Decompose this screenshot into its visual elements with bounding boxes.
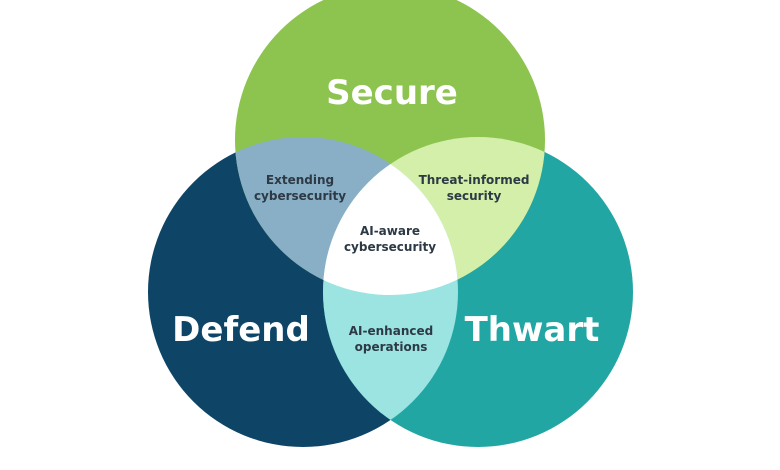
overlap-center bbox=[323, 137, 458, 295]
label-ai-enhanced-line2: operations bbox=[355, 340, 428, 354]
label-center-line2: cybersecurity bbox=[344, 240, 436, 254]
label-thwart: Thwart bbox=[465, 310, 600, 350]
label-center-line1: AI-aware bbox=[360, 224, 420, 238]
label-defend: Defend bbox=[172, 310, 310, 350]
label-ai-enhanced-line1: AI-enhanced bbox=[349, 324, 433, 338]
label-threat-line2: security bbox=[447, 189, 502, 203]
label-extending-line2: cybersecurity bbox=[254, 189, 346, 203]
label-secure: Secure bbox=[326, 73, 458, 113]
label-threat-line1: Threat-informed bbox=[419, 173, 530, 187]
label-extending-line1: Extending bbox=[266, 173, 334, 187]
